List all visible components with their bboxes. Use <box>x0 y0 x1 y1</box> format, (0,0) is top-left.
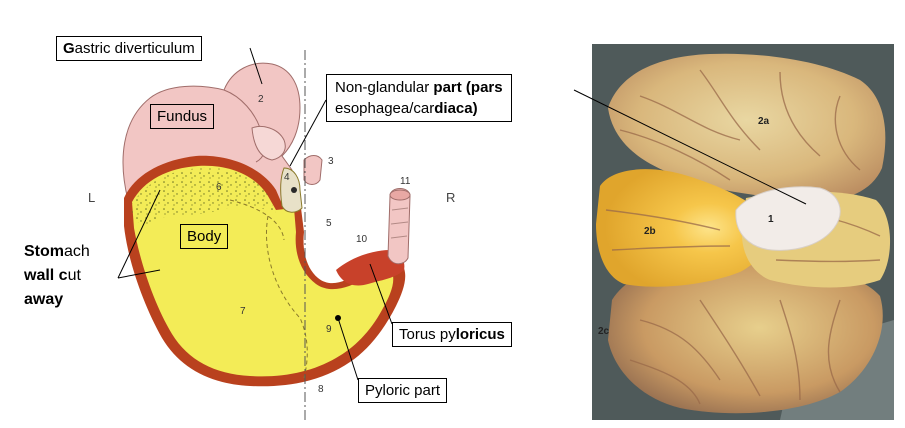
label-non-glandular-line2: esophagea/cardiaca) <box>335 100 478 117</box>
photo-number-2a: 2a <box>758 116 770 127</box>
photo-nonglandular-patch <box>735 186 841 251</box>
zone-boundary-2 <box>265 215 308 379</box>
esophagus <box>303 155 323 185</box>
photo-lobe-bottom <box>608 257 883 414</box>
diagram-number-3: 3 <box>328 156 334 167</box>
label-body: Body <box>180 224 229 249</box>
pointer-photo <box>573 89 807 205</box>
label-stomach-wall-line2: wall cut <box>24 267 81 284</box>
label-gastric-diverticulum: Gastric diverticulum <box>56 36 202 61</box>
duodenum-opening <box>389 189 411 201</box>
diagram-number-6: 6 <box>216 182 222 193</box>
stomach-diagram: 2 3 4 5 6 7 8 9 10 11 L R <box>88 47 455 420</box>
label-torus-pyloricus: Torus pyloricus <box>392 322 512 347</box>
label-stomach-wall-line1: Stomach <box>24 243 90 260</box>
pointer-pyloric <box>337 317 359 381</box>
diagram-number-10: 10 <box>356 234 368 245</box>
label-fundus: Fundus <box>150 104 215 129</box>
label-pyloric-part: Pyloric part <box>358 378 448 403</box>
pointer-wall-1 <box>117 189 161 279</box>
pointer-torus <box>369 263 393 325</box>
cardia-flap <box>251 126 286 161</box>
photo-lobe-top <box>608 53 886 201</box>
diagram-number-8: 8 <box>318 384 324 395</box>
label-non-glandular-line1: Non-glandular part (pars <box>335 79 503 96</box>
pointer-wall-2 <box>117 269 161 279</box>
cardia-dot <box>291 187 297 193</box>
diagram-number-5: 5 <box>326 218 332 229</box>
pointer-diverticulum <box>249 47 263 85</box>
label-non-glandular: Non-glandular part (pars esophagea/cardi… <box>326 74 512 122</box>
pointer-nonglandular <box>289 99 327 167</box>
pyloric-torus <box>336 250 405 286</box>
duodenum-stripes <box>390 207 409 239</box>
diagram-number-7: 7 <box>240 306 246 317</box>
glandular-region <box>132 165 394 377</box>
pyloric-point <box>335 315 341 321</box>
side-right-letter: R <box>446 190 455 205</box>
stomach-photo: 2a 2b 1 2c <box>573 44 894 420</box>
photo-number-1: 1 <box>768 214 774 225</box>
label-stomach-wall-line3: away <box>24 291 64 308</box>
photo-number-2c: 2c <box>598 326 610 337</box>
photo-lobe-left <box>596 169 770 287</box>
label-stomach-wall: Stomach wall cut away <box>24 240 90 312</box>
diagram-number-11: 11 <box>400 176 411 187</box>
diagram-number-9: 9 <box>326 324 332 335</box>
cardiac-gland-zone <box>132 167 276 225</box>
diagram-number-2: 2 <box>258 94 264 105</box>
diagram-number-4: 4 <box>284 172 290 183</box>
zone-boundary-1 <box>229 199 285 241</box>
side-left-letter: L <box>88 190 95 205</box>
photo-number-2b: 2b <box>644 226 656 237</box>
